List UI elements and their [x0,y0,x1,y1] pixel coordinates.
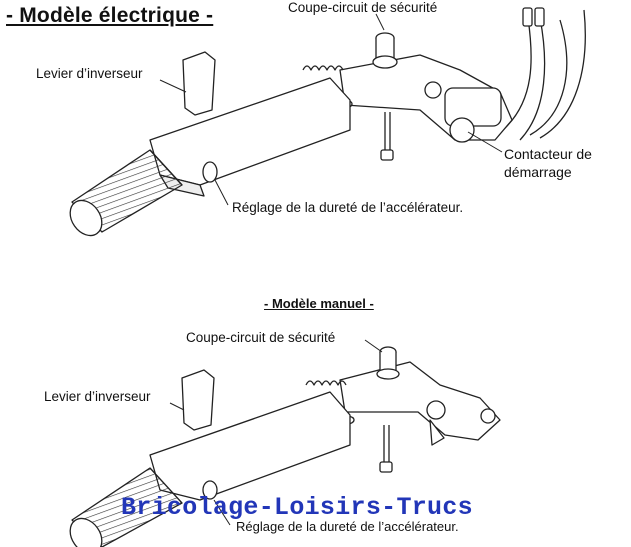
electric-model-title: - Modèle électrique - [6,4,214,27]
manual-model-title: - Modèle manuel - [264,296,374,311]
manual-tiller-illustration [69,339,501,547]
watermark-text: Bricolage-Loisirs-Trucs [121,493,473,522]
manual-throttle-friction-label: Réglage de la dureté de l’accélérateur. [236,519,459,534]
electric-reverse-lever-label: Levier d’inverseur [36,66,143,81]
electric-throttle-friction-label: Réglage de la dureté de l’accélérateur. [232,200,464,215]
manual-kill-switch-label: Coupe-circuit de sécurité [186,330,336,345]
electric-starter-switch-label: Contacteur de démarrage [504,145,624,181]
starter-label-line2: démarrage [504,164,572,180]
electric-tiller-illustration [69,7,586,237]
manual-reverse-lever-label: Levier d’inverseur [44,389,151,404]
electric-kill-switch-label: Coupe-circuit de sécurité [288,0,438,15]
starter-label-line1: Contacteur de [504,146,592,162]
